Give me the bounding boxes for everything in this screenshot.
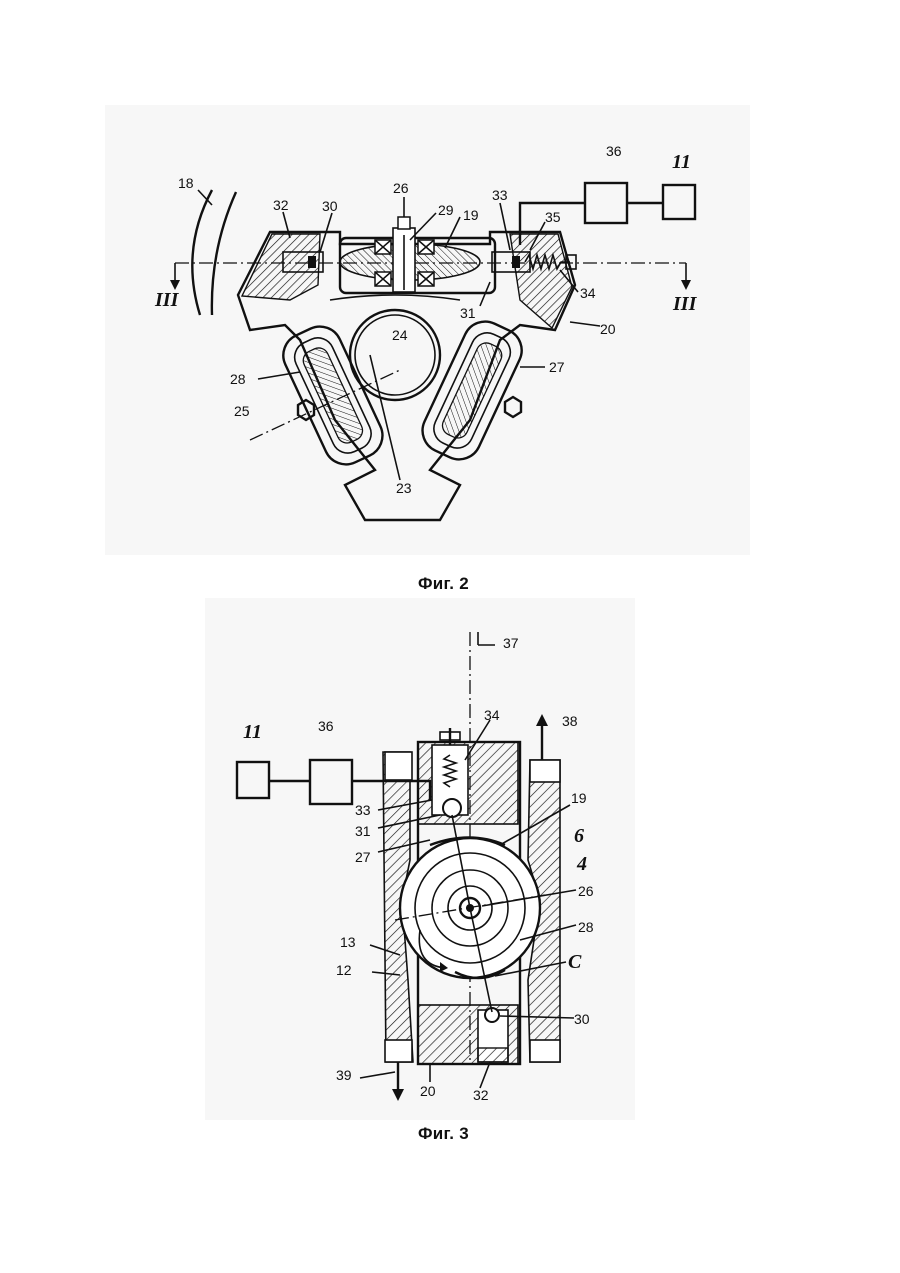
box-36	[310, 760, 352, 804]
label-6: 6	[574, 825, 584, 847]
label-13: 13	[340, 934, 356, 950]
label-38: 38	[562, 713, 578, 729]
label-37: 37	[503, 635, 519, 651]
box-11	[237, 762, 269, 798]
label-30: 30	[574, 1011, 590, 1027]
label-33: 33	[355, 802, 371, 818]
label-34: 34	[484, 707, 500, 723]
label-4: 4	[576, 853, 587, 875]
label-12: 12	[336, 962, 352, 978]
label-27: 27	[355, 849, 371, 865]
label-19: 19	[571, 790, 587, 806]
label-20: 20	[420, 1083, 436, 1099]
label-C: C	[568, 951, 582, 973]
label-36: 36	[318, 718, 334, 734]
figure-3-caption: Фиг. 3	[418, 1124, 469, 1144]
label-31: 31	[355, 823, 371, 839]
label-28: 28	[578, 919, 594, 935]
label-32: 32	[473, 1087, 489, 1103]
label-26: 26	[578, 883, 594, 899]
label-11: 11	[243, 721, 262, 743]
label-39: 39	[336, 1067, 352, 1083]
